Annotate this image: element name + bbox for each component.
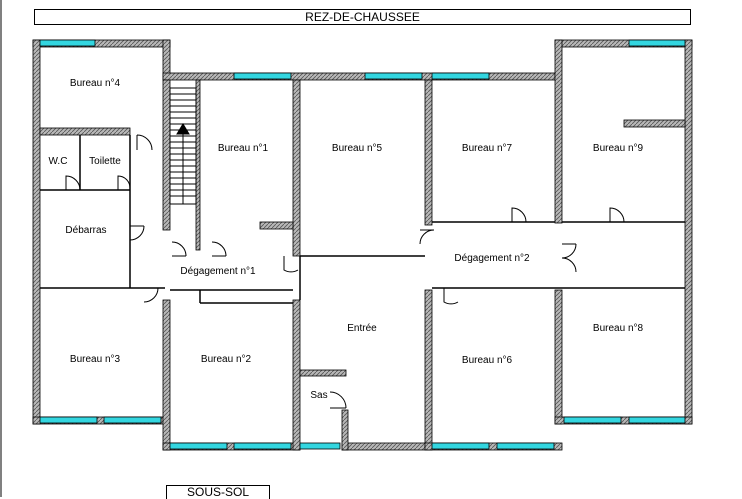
door-toilette — [117, 175, 131, 190]
room-bureau-2: Bureau n°2 — [201, 354, 252, 365]
door-b3 — [143, 287, 159, 303]
wall-b4-bottom — [39, 127, 131, 136]
wall-right — [684, 39, 693, 425]
wall-b6-b8 — [554, 289, 563, 425]
room-bureau-6: Bureau n°6 — [462, 355, 513, 366]
door-b9 — [609, 207, 625, 223]
wall-b9-left — [554, 39, 563, 224]
wall-sas-top — [299, 369, 347, 377]
room-bureau-3: Bureau n°3 — [70, 354, 121, 365]
room-degagement-2: Dégagement n°2 — [454, 253, 530, 264]
room-degagement-1: Dégagement n°1 — [180, 266, 256, 277]
wall-b2-entree — [292, 299, 301, 451]
wall-b1-b5 — [292, 79, 301, 257]
door-stair — [171, 241, 187, 257]
door-b7 — [511, 207, 527, 223]
wall-top-center — [162, 72, 556, 81]
lower-level-title: SOUS-SOL — [166, 485, 270, 499]
room-bureau-8: Bureau n°8 — [593, 323, 644, 334]
wall-bottom-right — [554, 416, 693, 425]
door-deg2-left — [419, 229, 435, 245]
door-b4 — [136, 134, 153, 151]
room-bureau-1: Bureau n°1 — [218, 143, 269, 154]
door-sas — [329, 391, 347, 409]
wall-left — [32, 39, 41, 425]
door-b5 — [283, 256, 299, 273]
wall-b1-stub — [259, 221, 294, 230]
room-bureau-5: Bureau n°5 — [332, 143, 383, 154]
door-b6 — [443, 288, 459, 305]
wall-stair-right — [195, 79, 201, 251]
wall-bottom-entree — [341, 442, 433, 451]
level-title: REZ-DE-CHAUSSEE — [34, 9, 691, 25]
room-entree: Entrée — [347, 323, 377, 334]
room-sas: Sas — [310, 390, 327, 401]
wall-bottom-b6 — [424, 442, 563, 451]
wall-entree-b6 — [424, 289, 433, 451]
door-wc — [65, 175, 81, 191]
door-b1 — [211, 241, 227, 257]
wall-stair-left — [162, 79, 171, 231]
windows — [39, 39, 686, 450]
doors — [65, 134, 625, 409]
room-bureau-4: Bureau n°4 — [70, 78, 121, 89]
door-debarras — [129, 225, 145, 241]
room-toilette: Toilette — [89, 156, 121, 167]
door-deg2-right — [561, 243, 577, 273]
wall-b5-b7 — [424, 79, 433, 226]
room-labels: Bureau n°4 W.C Toilette Débarras Bureau … — [49, 78, 644, 401]
wall-sas-right — [341, 409, 349, 451]
wall-b9-stub — [623, 119, 686, 128]
room-wc: W.C — [49, 156, 68, 167]
partitions — [40, 135, 685, 304]
room-bureau-7: Bureau n°7 — [462, 143, 513, 154]
staircase — [169, 87, 197, 205]
stair-arrow-icon — [176, 123, 190, 135]
room-debarras: Débarras — [65, 225, 106, 236]
walls — [32, 39, 693, 451]
wall-b3-b2 — [162, 299, 171, 451]
room-bureau-9: Bureau n°9 — [593, 143, 644, 154]
